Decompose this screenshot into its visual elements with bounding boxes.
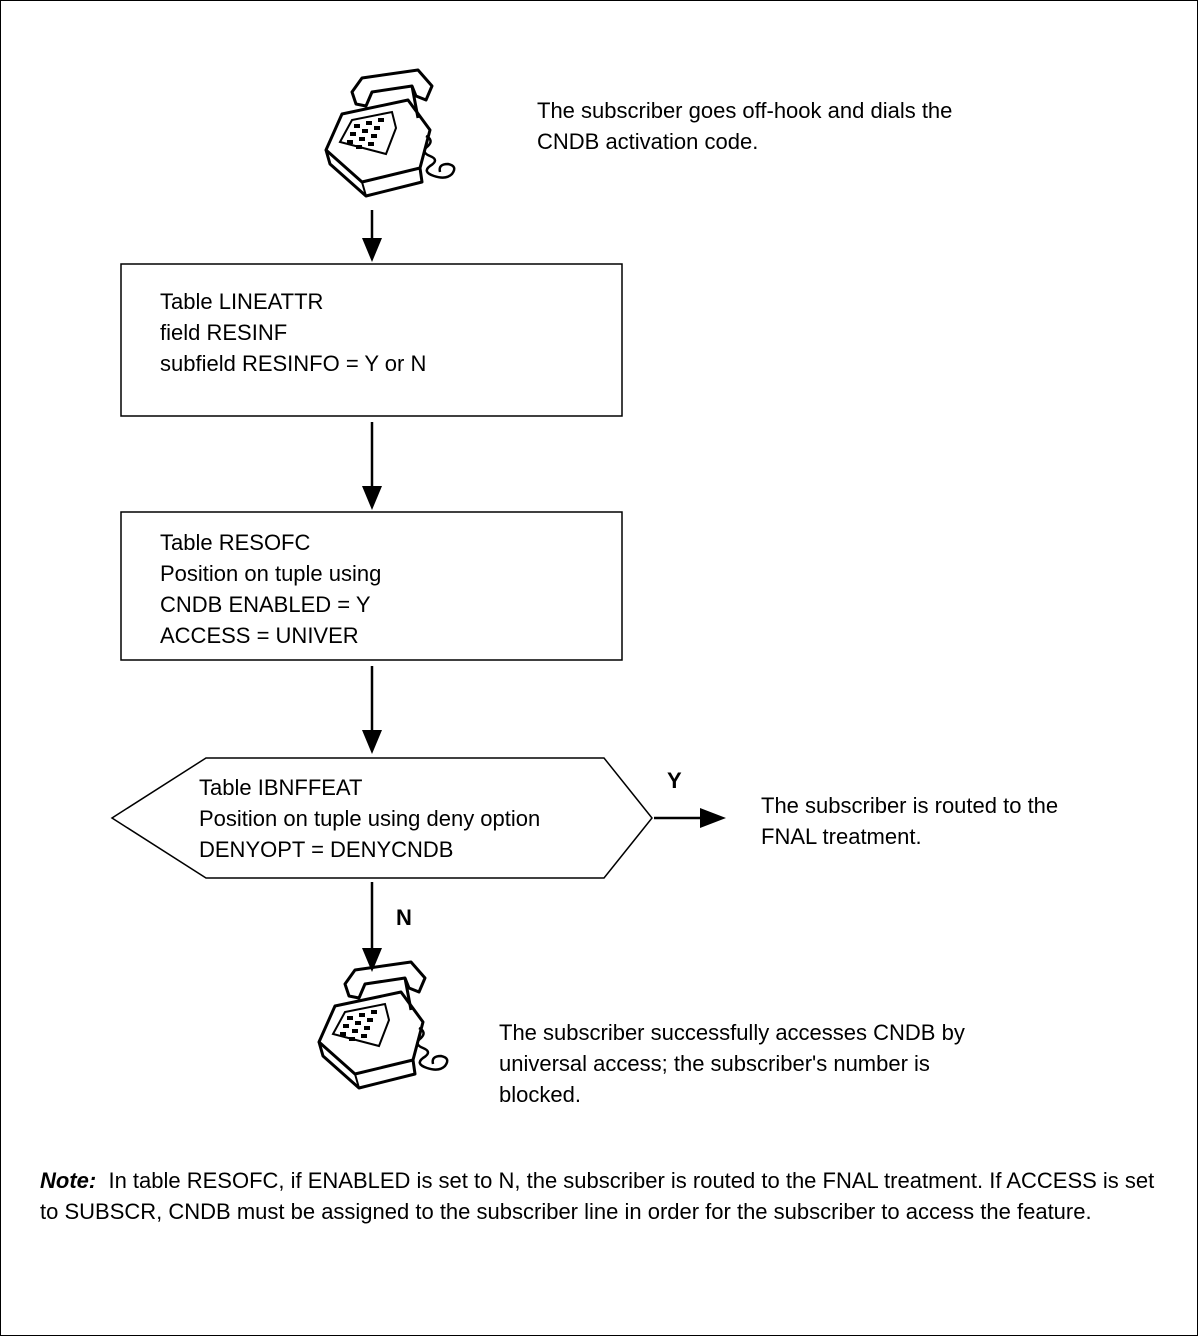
- process-box-lineattr: [120, 263, 623, 417]
- box1-text: Table LINEATTR field RESINF subfield RES…: [160, 289, 427, 376]
- telephone-icon: [317, 960, 449, 1090]
- start-description: The subscriber goes off-hook and dials t…: [537, 98, 953, 154]
- note-text: In table RESOFC, if ENABLED is set to N,…: [40, 1168, 1155, 1224]
- arrow-box1-to-box2: [362, 422, 382, 510]
- telephone-icon: [324, 68, 456, 198]
- decision-ibnffeat: [110, 757, 653, 879]
- process-box-resofc: [120, 511, 623, 661]
- yes-label: Y: [667, 768, 682, 793]
- decision-text: Table IBNFFEAT Position on tuple using d…: [199, 775, 541, 862]
- yes-result-text: The subscriber is routed to the FNAL tre…: [761, 793, 1059, 849]
- arrow-start-to-box1: [362, 210, 382, 262]
- arrow-no: [362, 882, 382, 972]
- arrow-yes: [654, 808, 726, 828]
- end-description: The subscriber successfully accesses CND…: [499, 1020, 965, 1107]
- box2-text: Table RESOFC Position on tuple using CND…: [160, 530, 382, 648]
- note-paragraph: Note: In table RESOFC, if ENABLED is set…: [40, 1165, 1160, 1227]
- no-label: N: [396, 905, 412, 930]
- arrow-box2-to-decision: [362, 666, 382, 754]
- note-label: Note:: [40, 1168, 97, 1193]
